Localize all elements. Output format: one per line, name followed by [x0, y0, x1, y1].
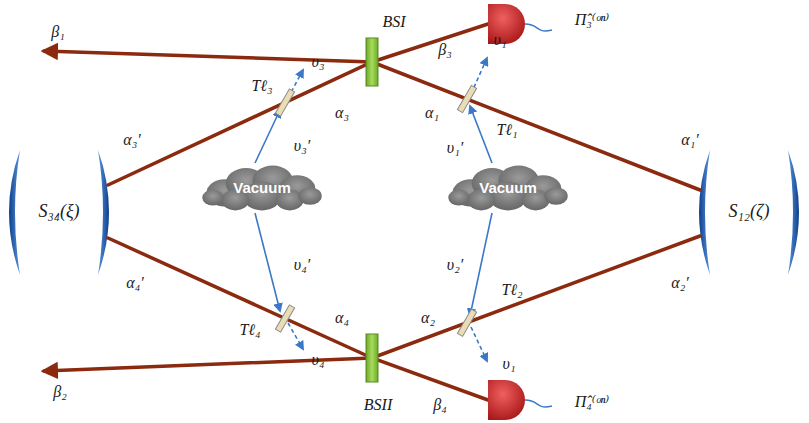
beam	[108, 238, 488, 400]
detector-label: Π̂₄⁽ᵒⁿ⁾	[575, 393, 610, 411]
mode-label: α₁′	[681, 131, 698, 149]
vacuum-mode-label: υ₃′	[294, 137, 310, 155]
vacuum-cloud: Vacuum	[444, 164, 572, 212]
beam	[108, 24, 488, 185]
detector	[488, 380, 525, 420]
vacuum-cloud: Vacuum	[198, 164, 326, 212]
loss-beam-splitter	[457, 309, 476, 336]
vacuum-arrow	[470, 213, 492, 316]
loss-mode-label: υ₄	[312, 351, 325, 369]
vacuum-text: Vacuum	[444, 179, 572, 197]
mode-label: α₄	[335, 309, 349, 327]
mode-label: α₄′	[126, 274, 143, 292]
cloud-puff	[202, 190, 223, 206]
vacuum-mode-label: υ₁′	[447, 139, 463, 157]
beam	[372, 62, 700, 190]
squeezer-mirror	[788, 150, 799, 275]
mode-label: α₂′	[671, 274, 688, 292]
loss-arrow	[288, 323, 303, 349]
loss-beam-splitter	[275, 89, 294, 116]
loss-splitter-label: Tℓ₄	[239, 321, 260, 339]
squeezer-mirror	[98, 150, 109, 275]
vacuum-arrow	[470, 106, 492, 163]
beam-splitter	[366, 334, 378, 382]
loss-beam-splitter	[457, 85, 476, 112]
loss-mode-label: υ₃	[312, 53, 325, 71]
detector-wire	[525, 24, 552, 31]
mode-label: α₂	[421, 309, 435, 327]
detector-label: Π̂₃⁽ᵒⁿ⁾	[575, 11, 610, 29]
squeezer-label: S₃₄(ξ)	[38, 202, 79, 222]
squeezer-label: S₁₂(ζ)	[729, 202, 770, 222]
loss-beam-splitter	[275, 305, 294, 332]
vacuum-mode-label: υ₄′	[294, 256, 310, 274]
loss-arrow	[471, 327, 487, 361]
mode-label: α₃′	[123, 131, 140, 149]
beam-splitter-label: BSI	[382, 13, 405, 31]
loss-mode-label: υ₁	[503, 355, 516, 373]
vacuum-mode-label: υ₂′	[447, 256, 463, 274]
output-mode-label: β₂	[53, 383, 67, 401]
beam-splitter-label: BSII	[364, 396, 392, 414]
vacuum-text: Vacuum	[198, 179, 326, 197]
cloud-puff	[448, 190, 469, 206]
squeezer-mirror	[9, 150, 20, 275]
vacuum-arrow	[255, 213, 280, 311]
beam-splitter	[366, 38, 378, 86]
loss-splitter-label: Tℓ₃	[251, 77, 272, 95]
cloud-puff	[544, 187, 567, 205]
mode-label: α₃	[335, 104, 349, 122]
vacuum-arrow	[255, 110, 280, 163]
cloud-puff	[298, 187, 321, 205]
loss-splitter-label: Tℓ₁	[496, 121, 517, 139]
output-mode-label: β₁	[51, 23, 65, 41]
beam	[372, 236, 700, 358]
output-mode-label: β₄	[433, 396, 447, 414]
loss-splitter-label: Tℓ₂	[501, 281, 522, 299]
squeezer-mirror	[699, 150, 710, 275]
output-mode-label: β₃	[438, 41, 452, 59]
loss-mode-label: υ₁	[494, 31, 507, 49]
detector-wire	[525, 400, 552, 407]
mode-label: α₁	[425, 104, 439, 122]
